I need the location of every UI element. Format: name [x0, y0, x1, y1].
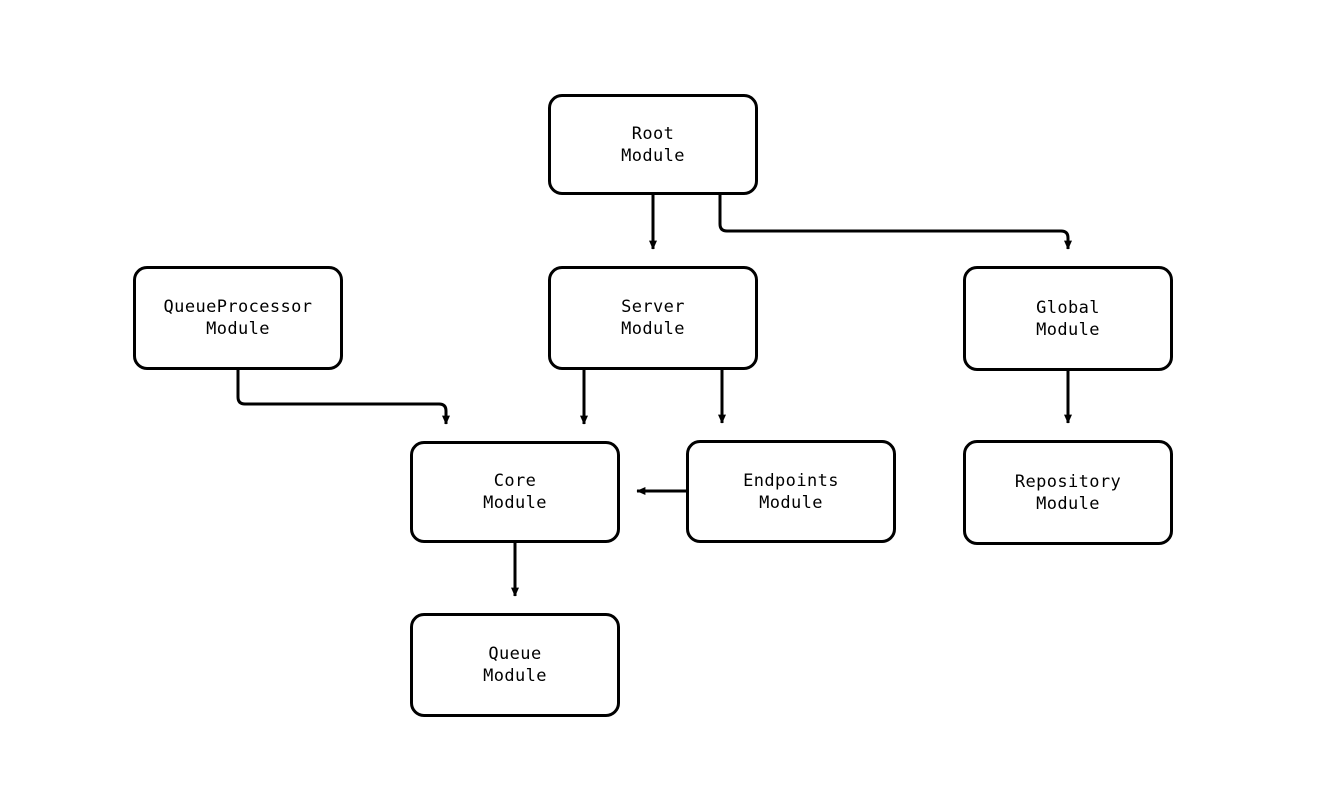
endpoints-module-label-line2: Module: [759, 492, 823, 513]
server-module-label-line2: Module: [621, 319, 685, 339]
queue-module-label-line2: Module: [483, 666, 547, 686]
core-module-label-line2: Module: [483, 493, 547, 513]
global-module-label-line2: Module: [1036, 319, 1100, 340]
global-module-label-line1: Global: [1036, 297, 1100, 318]
repository-module-label-line1: Repository: [1014, 471, 1122, 492]
edge-queueprocessor-to-core: [236, 370, 450, 425]
queue-module-label-line1: Queue: [488, 644, 542, 664]
root-module-label-line1: Root: [631, 123, 675, 144]
server-module-label-line1: Server: [621, 297, 685, 317]
root-module-label-line2: Module: [621, 145, 685, 166]
endpoints-module-label-line1: Endpoints: [743, 470, 839, 491]
queueprocessor-module-label-line2: Module: [206, 319, 270, 339]
queueprocessor-module-label-line1: QueueProcessor: [163, 297, 313, 317]
edge-root-to-global: [718, 195, 1072, 250]
repository-module-label-line2: Module: [1036, 493, 1100, 514]
core-module-label-line1: Core: [493, 471, 537, 491]
